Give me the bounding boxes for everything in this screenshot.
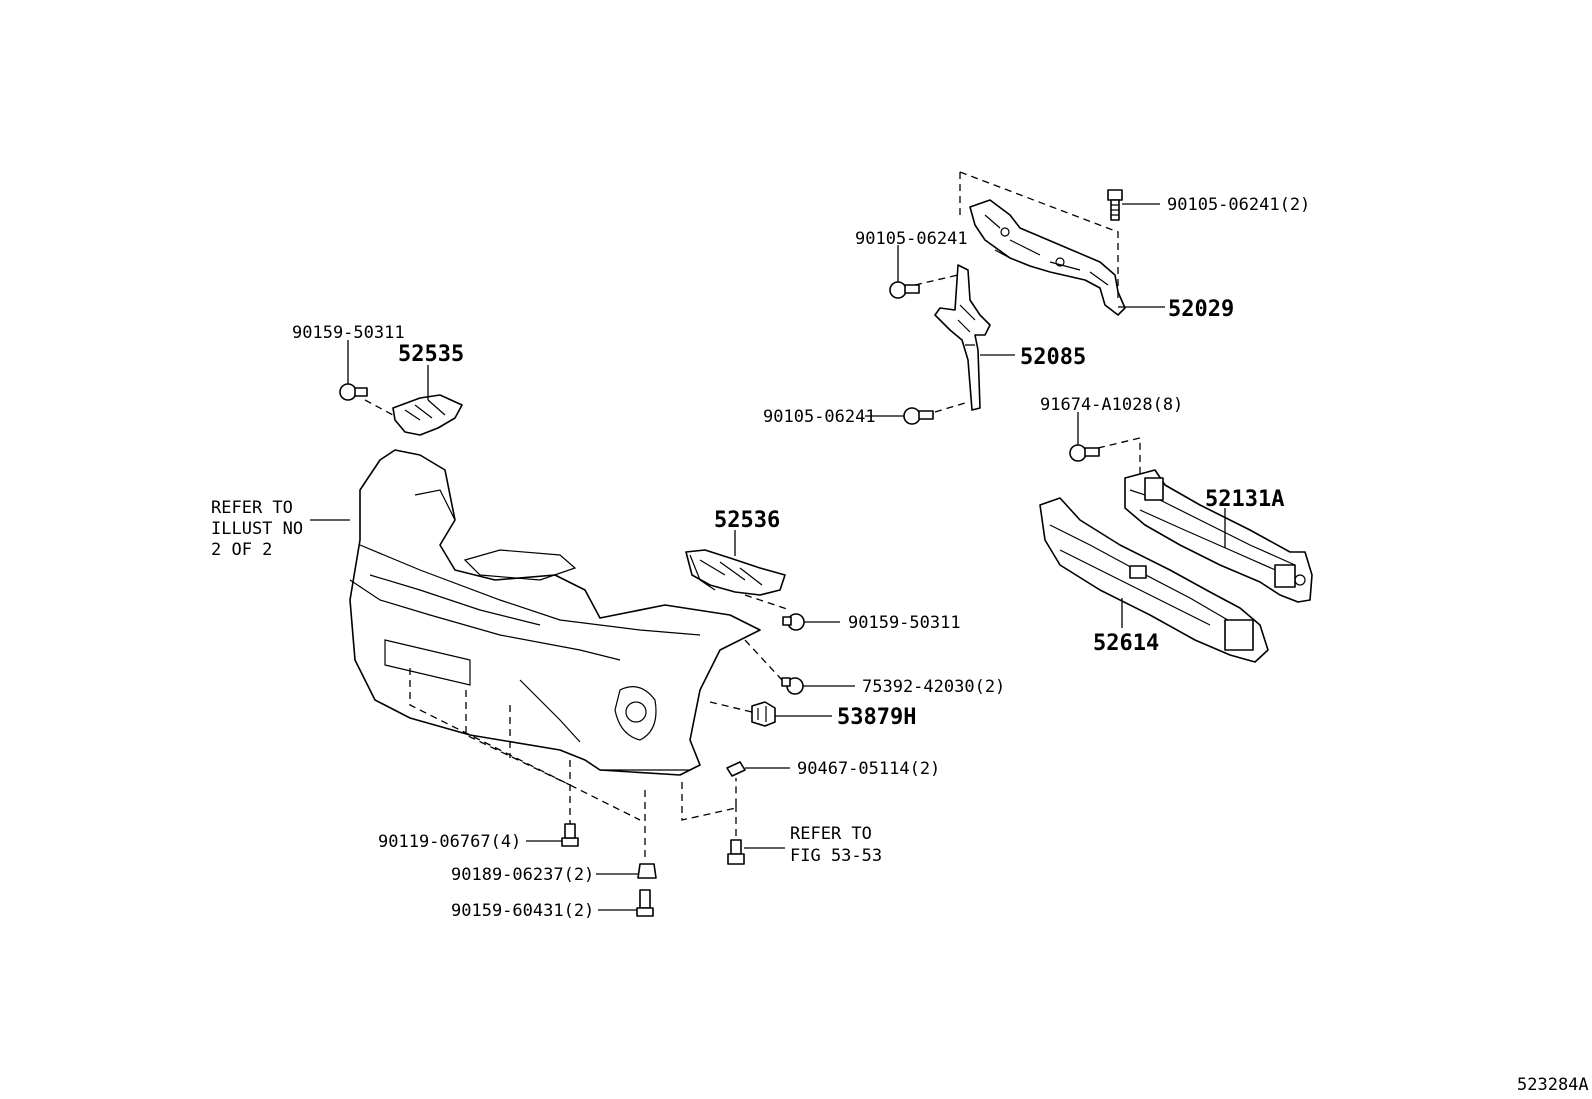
label-refer-illust-line3: 2 OF 2 [211, 540, 272, 560]
bolt-icon [636, 889, 654, 917]
label-52536: 52536 [714, 508, 780, 533]
label-refer-fig-line2: FIG 53-53 [790, 846, 882, 866]
bolt-icon [782, 613, 805, 631]
label-90467-05114: 90467-05114(2) [797, 759, 940, 779]
bolt-icon [727, 839, 745, 865]
energy-absorber-52614 [1039, 497, 1269, 663]
retainer-52535 [392, 394, 463, 436]
label-refer-illust-line2: ILLUST NO [211, 519, 303, 539]
label-52535: 52535 [398, 342, 464, 367]
stay-52085 [934, 264, 991, 411]
label-91674-A1028: 91674-A1028(8) [1040, 395, 1183, 415]
label-90105-06241-lower: 90105-06241 [763, 407, 876, 427]
clip-icon [751, 701, 776, 727]
bolt-icon [903, 407, 934, 425]
label-52029: 52029 [1168, 297, 1234, 322]
figure-id: 523284A [1517, 1075, 1589, 1095]
label-75392-42030: 75392-42030(2) [862, 677, 1005, 697]
label-52085: 52085 [1020, 345, 1086, 370]
nut-icon [726, 761, 746, 777]
label-90159-50311-right: 90159-50311 [848, 613, 961, 633]
label-53879H: 53879H [837, 705, 916, 730]
label-52131A: 52131A [1205, 487, 1284, 512]
front-bumper-cover [349, 449, 761, 776]
bolt-icon [561, 823, 579, 847]
label-90105-06241-upper: 90105-06241 [855, 229, 968, 249]
label-refer-fig-line1: REFER TO [790, 824, 872, 844]
label-90105-06241-2: 90105-06241(2) [1167, 195, 1310, 215]
bolt-icon [339, 383, 368, 401]
label-90159-50311-left: 90159-50311 [292, 323, 405, 343]
label-90189-06237: 90189-06237(2) [451, 865, 594, 885]
bolt-icon [889, 281, 920, 299]
clip-icon [637, 863, 657, 879]
label-52614: 52614 [1093, 631, 1159, 656]
label-90159-60431: 90159-60431(2) [451, 901, 594, 921]
bolt-icon [1107, 189, 1123, 221]
screw-icon [781, 677, 804, 695]
bumper-reinforcement-52131A [1124, 469, 1313, 603]
label-refer-illust-line1: REFER TO [211, 498, 293, 518]
label-90119-06767: 90119-06767(4) [378, 832, 521, 852]
retainer-52536 [685, 549, 786, 596]
bolt-icon [1069, 444, 1100, 462]
bracket-52029 [969, 199, 1126, 316]
